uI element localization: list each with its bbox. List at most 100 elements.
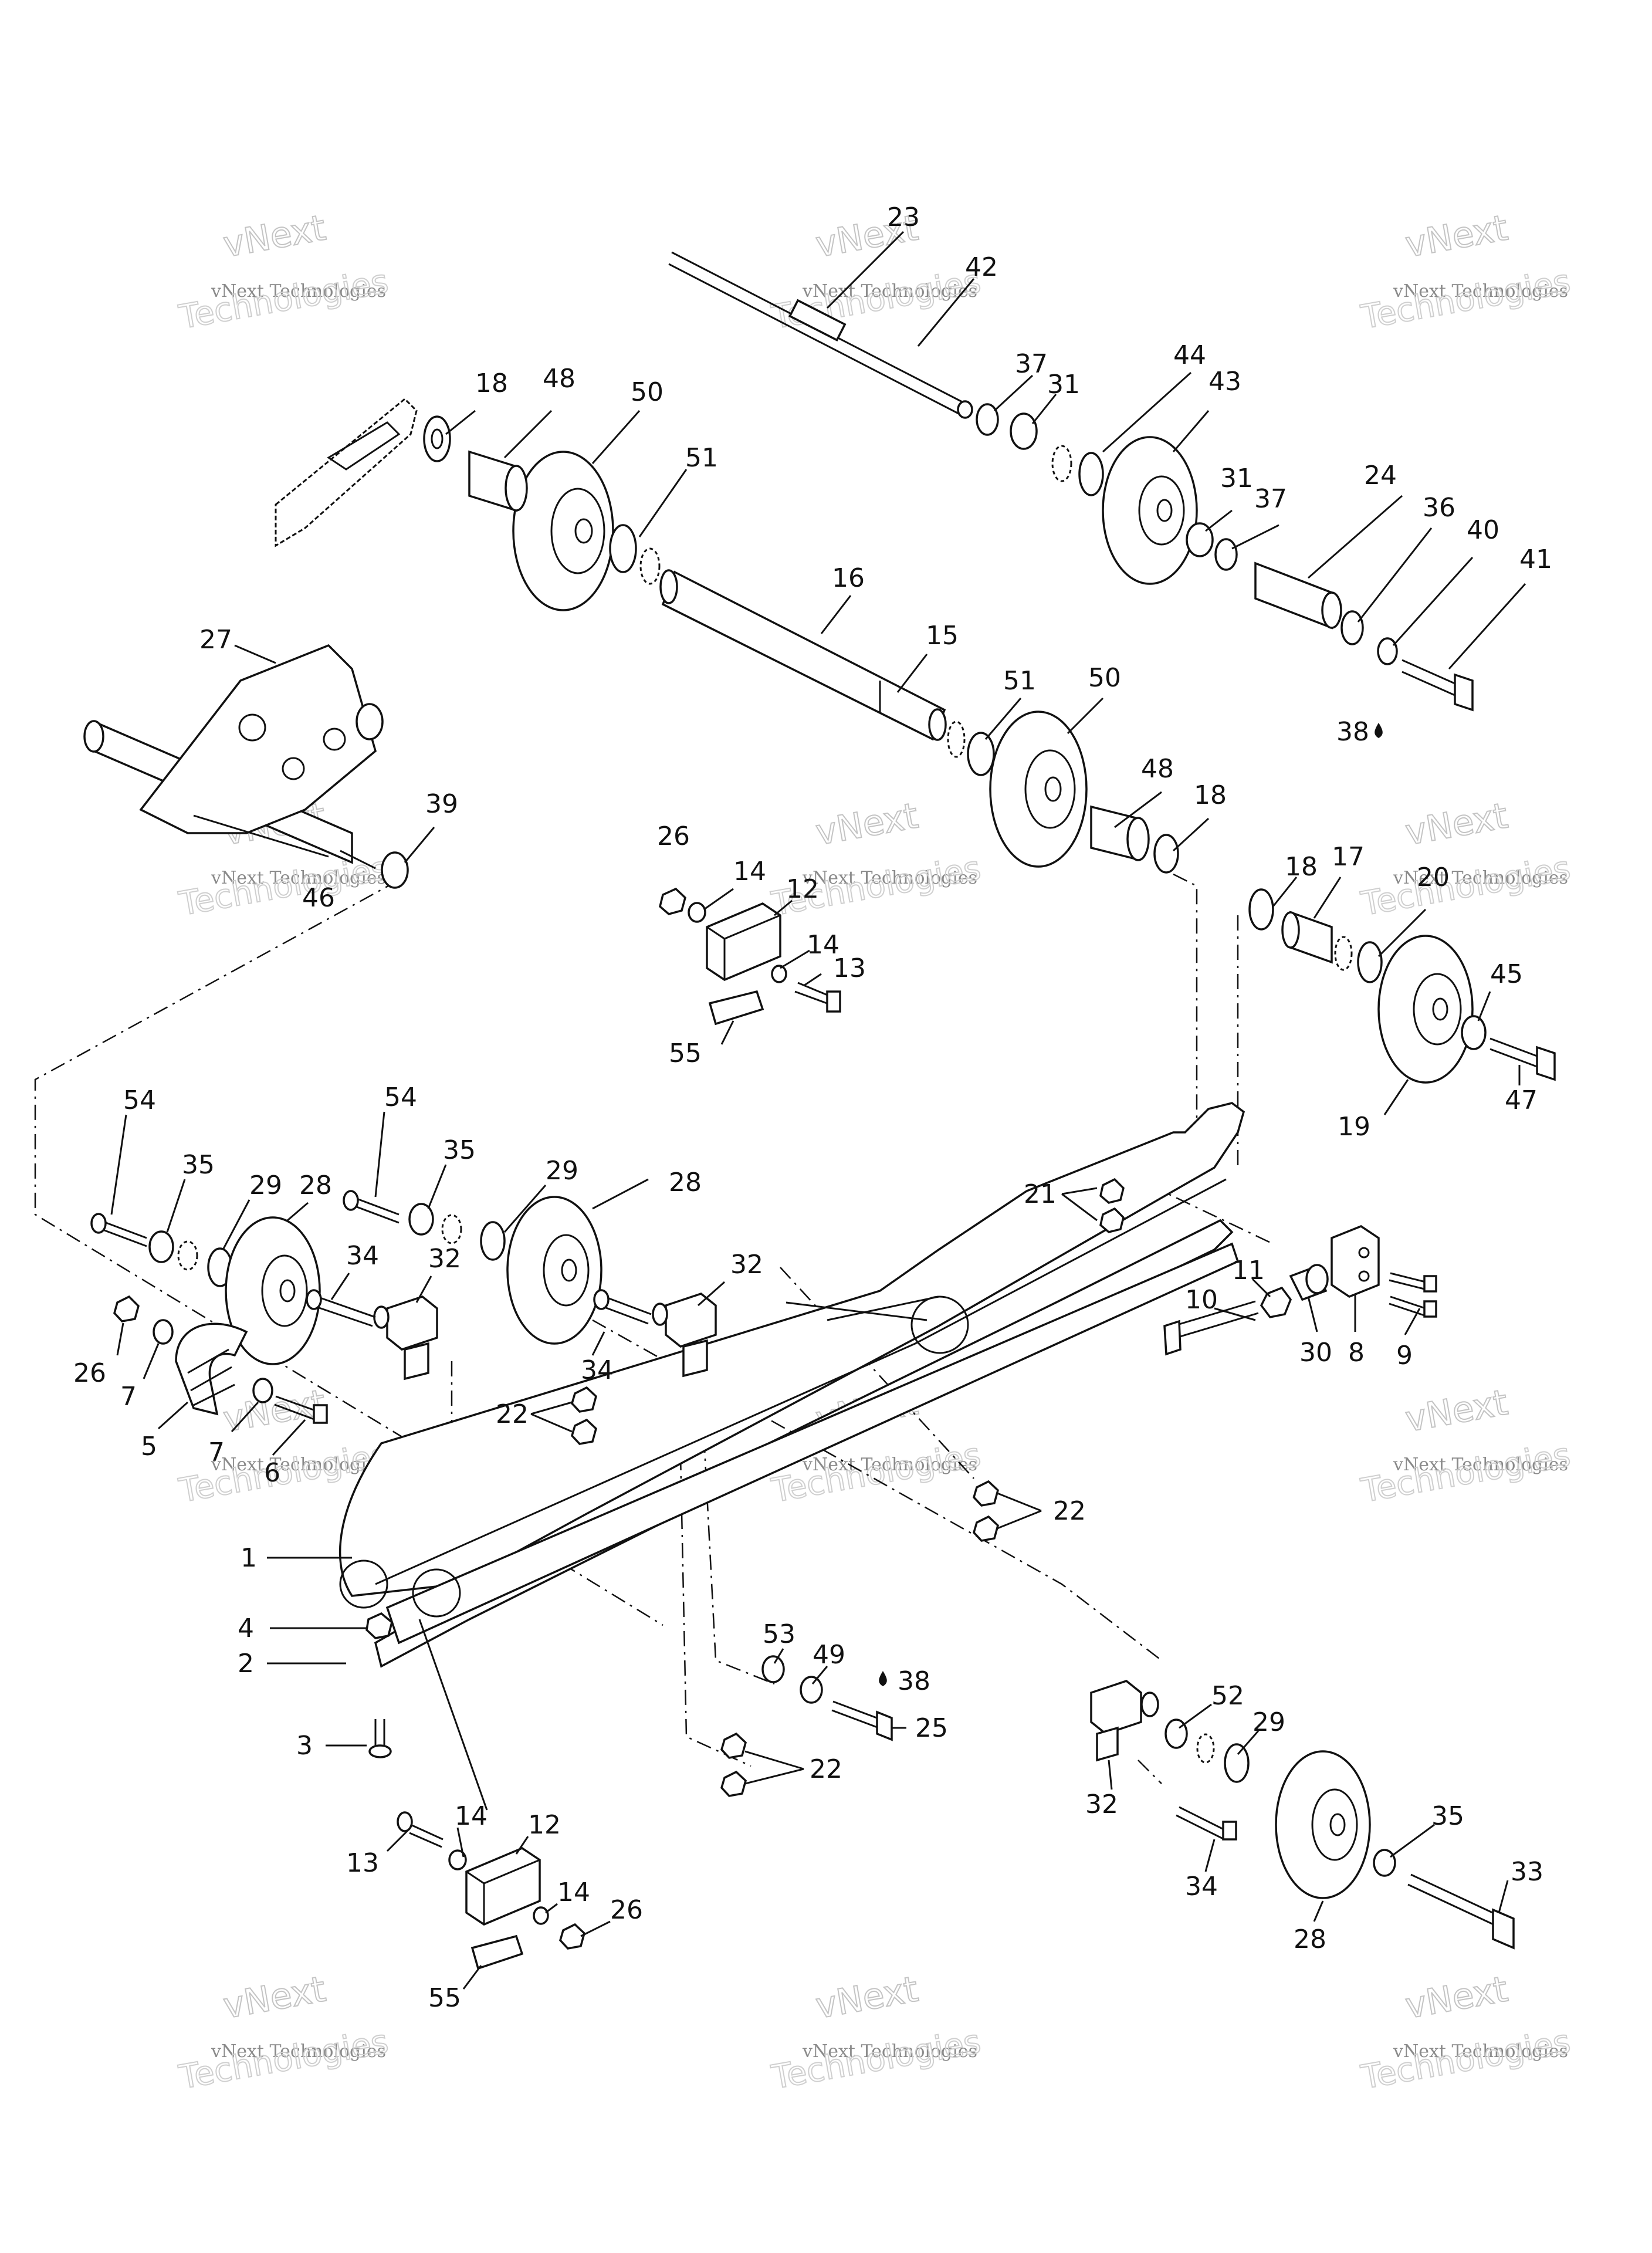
- washer-37: [976, 403, 999, 436]
- callout: 14: [733, 857, 766, 887]
- callout: 44: [1173, 340, 1206, 370]
- svg-text:Technologies: Technologies: [1358, 1436, 1573, 1510]
- callout: 40: [1467, 515, 1499, 545]
- spacer-17: [1281, 911, 1333, 964]
- svg-text:vNext Technologies: vNext Technologies: [211, 1454, 386, 1475]
- svg-text:vNext: vNext: [1402, 207, 1511, 265]
- svg-text:vNext Technologies: vNext Technologies: [211, 281, 386, 302]
- pad-55-bottom: [470, 1934, 524, 1970]
- svg-text:vNext Technologies: vNext Technologies: [802, 1454, 977, 1475]
- callout: 48: [1141, 754, 1174, 784]
- callout: 35: [182, 1150, 215, 1180]
- watermark: vNext vNext Technologies Technologies: [768, 794, 984, 924]
- bolt-25: [831, 1700, 893, 1741]
- wheel-28-rear: [1275, 1750, 1371, 1899]
- callout: 31: [1047, 370, 1080, 400]
- callout: 7: [120, 1382, 137, 1412]
- callout: 39: [425, 789, 458, 819]
- callout: 22: [810, 1754, 842, 1784]
- callout: 54: [384, 1082, 417, 1112]
- washer-35-left: [148, 1230, 174, 1263]
- callout: 12: [786, 874, 819, 904]
- bolt-13-top: [794, 982, 841, 1013]
- callout: 52: [1211, 1681, 1244, 1711]
- nuts-22-bottom: [720, 1732, 747, 1797]
- callout: 35: [1431, 1801, 1464, 1831]
- washer-18-top: [423, 415, 451, 462]
- washer-35-rear: [1373, 1849, 1396, 1877]
- axle-16: [659, 569, 947, 741]
- svg-text:vNext: vNext: [1402, 795, 1511, 853]
- svg-text:vNext Technologies: vNext Technologies: [1393, 1454, 1568, 1475]
- callout: 14: [807, 930, 839, 960]
- callout: 28: [299, 1171, 332, 1200]
- svg-text:Technologies: Technologies: [1358, 2022, 1573, 2097]
- parts: [83, 251, 1556, 1970]
- mount-32-left: [373, 1295, 438, 1381]
- callout: 55: [428, 1983, 461, 2013]
- callout: 32: [428, 1244, 461, 1274]
- stopper-12-top: [706, 902, 781, 981]
- svg-text:vNext Technologies: vNext Technologies: [802, 868, 977, 888]
- callout: 13: [833, 953, 866, 983]
- spacer-48-top: [468, 450, 528, 512]
- callout: 42: [965, 252, 998, 282]
- idler-wheel-19: [1377, 935, 1474, 1084]
- washer-18-right: [1248, 888, 1274, 931]
- callout: 37: [1254, 484, 1287, 514]
- screw-9a: [1389, 1272, 1437, 1293]
- bearing-44: [1078, 452, 1104, 496]
- svg-text:vNext Technologies: vNext Technologies: [211, 2041, 386, 2062]
- spacer-30: [1289, 1264, 1329, 1301]
- callout: 29: [1252, 1707, 1285, 1737]
- callout: 18: [1194, 780, 1227, 810]
- svg-text:vNext: vNext: [220, 1382, 329, 1440]
- callout: 18: [1285, 852, 1318, 882]
- nut-4: [365, 1612, 393, 1639]
- rail-fragment: [275, 397, 418, 547]
- callout: 38: [898, 1666, 930, 1696]
- spacer-48-mid: [1090, 805, 1150, 861]
- callout: 24: [1364, 461, 1397, 490]
- callout: 21: [1024, 1179, 1057, 1209]
- callout: 28: [1294, 1924, 1326, 1954]
- svg-text:vNext: vNext: [813, 1968, 921, 2027]
- svg-text:vNext: vNext: [220, 1968, 329, 2027]
- callout: 6: [264, 1458, 280, 1488]
- washer-49: [800, 1676, 823, 1704]
- ring-29-mid: [441, 1214, 462, 1244]
- ring-29-rear: [1196, 1733, 1215, 1764]
- bolt-13-bottom: [397, 1811, 444, 1848]
- callout: 23: [887, 202, 920, 232]
- callout: 35: [443, 1135, 476, 1165]
- callout: 22: [496, 1399, 529, 1429]
- callout: 26: [657, 821, 690, 851]
- nuts-21: [1099, 1178, 1125, 1233]
- washer-35-mid: [408, 1203, 434, 1236]
- watermark: vNext vNext Technologies Technologies: [175, 1968, 392, 2098]
- washer-7-right: [252, 1378, 273, 1403]
- callout: 50: [1088, 663, 1121, 693]
- bearing-51-top: [609, 524, 661, 585]
- callout: 28: [669, 1168, 702, 1197]
- bearing-20: [1357, 941, 1383, 983]
- wheel-28-mid: [506, 1196, 602, 1345]
- callout: 14: [557, 1877, 590, 1907]
- crossbar-27: [83, 644, 384, 870]
- callout: 19: [1338, 1112, 1370, 1142]
- callout: 14: [455, 1801, 488, 1831]
- callout: 55: [669, 1038, 702, 1068]
- bolt-6: [274, 1395, 328, 1424]
- watermark: vNext vNext Technologies Technologies: [1358, 794, 1574, 924]
- nut-26-bottom: [559, 1923, 585, 1950]
- washer-18-mid: [1153, 834, 1179, 874]
- svg-text:Technologies: Technologies: [769, 2022, 984, 2097]
- svg-text:Technologies: Technologies: [176, 2022, 391, 2097]
- callout: 26: [73, 1358, 106, 1388]
- callout: 1: [241, 1543, 257, 1573]
- callout: 12: [528, 1810, 561, 1840]
- watermark: vNext vNext Technologies Technologies: [768, 1968, 984, 2098]
- bearing-29-mid: [480, 1221, 506, 1261]
- mount-32-mid: [652, 1293, 717, 1378]
- bushing-31: [1010, 412, 1038, 450]
